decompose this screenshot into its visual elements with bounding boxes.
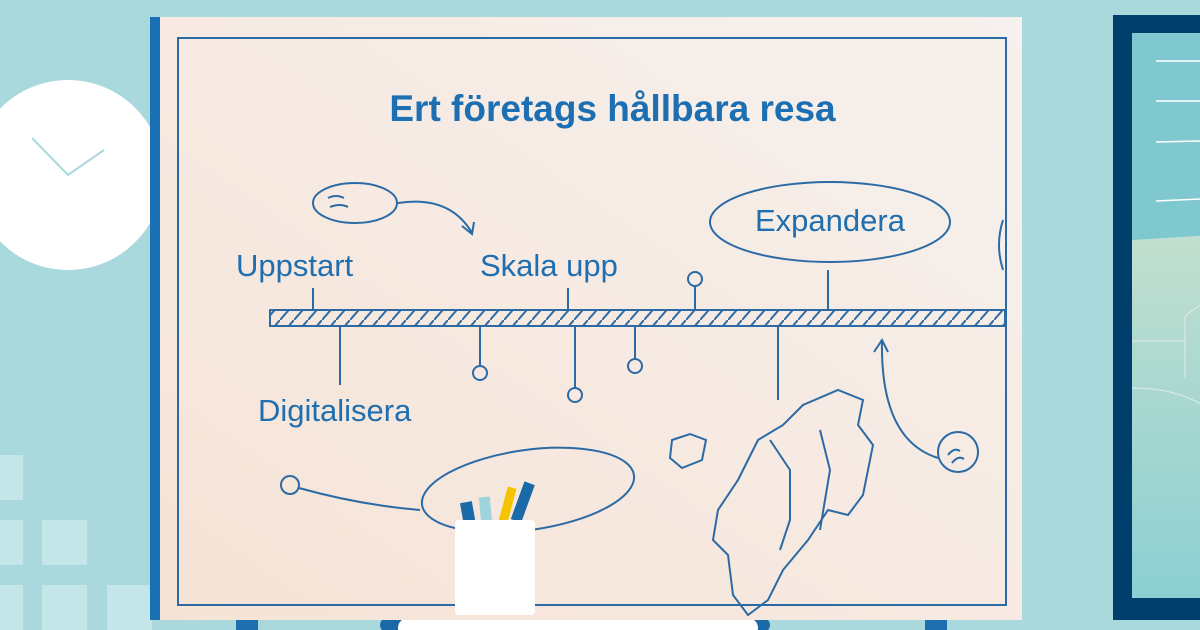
milestone-digitalisera: Digitalisera — [258, 393, 412, 428]
board-title: Ert företags hållbara resa — [389, 88, 836, 129]
timeline — [269, 181, 1006, 617]
window — [1113, 15, 1200, 620]
milestone-skala-upp: Skala upp — [480, 248, 618, 283]
decorative-squares — [0, 455, 152, 630]
milestone-uppstart: Uppstart — [236, 248, 354, 283]
wall-clock — [0, 80, 163, 270]
desk — [398, 618, 758, 630]
nordic-map — [668, 388, 875, 617]
pen-cup — [455, 481, 535, 615]
clock-hands-icon — [31, 137, 105, 177]
milestone-expandera: Expandera — [755, 203, 905, 238]
